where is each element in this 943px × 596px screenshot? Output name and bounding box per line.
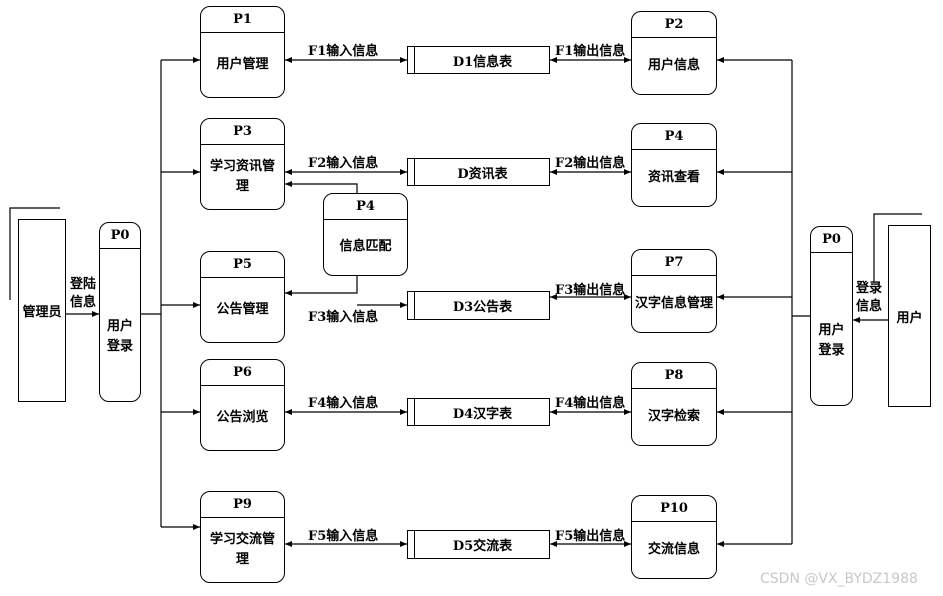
process-p1: P1 用户管理	[200, 6, 285, 98]
process-p10-id: P10	[632, 496, 716, 522]
entity-user: 用户	[888, 225, 931, 407]
flow-label-admin-login: 登陆 信息	[70, 277, 97, 310]
store-d1-bar	[414, 47, 415, 73]
process-p7-name: 公告浏览	[216, 409, 269, 425]
process-p2: P2 用户信息	[631, 11, 717, 95]
process-p5-name: 公告管理	[216, 301, 269, 317]
store-d5-name: D5交流表	[452, 539, 513, 554]
process-p9: P9 学习交流管理	[200, 491, 285, 583]
flow-label-f1-in: F1输入信息	[308, 44, 379, 59]
process-p7-id: P6	[201, 360, 284, 386]
process-p6-name: 汉字信息管理	[634, 295, 713, 311]
process-p4-match-name: 信息匹配	[339, 239, 392, 254]
process-p3: P3 学习资讯管理	[200, 118, 285, 210]
flow-label-f2-in: F2输入信息	[308, 156, 379, 171]
process-p0-right-id: P0	[811, 227, 852, 253]
flow-label-f5-out: F5输出信息	[555, 529, 626, 544]
process-p10: P10 交流信息	[631, 495, 717, 579]
flow-label-f3-out: F3输出信息	[555, 283, 626, 298]
store-d1-name: D1信息表	[452, 54, 513, 70]
store-d4: D4汉字表	[407, 398, 550, 426]
store-d3-name: D3公告表	[452, 300, 513, 315]
flow-label-user-login: 登录 信息	[856, 281, 883, 314]
process-p4-view-id: P4	[632, 124, 716, 150]
process-p3-name: 学习资讯管理	[209, 158, 275, 194]
flow-label-f1-out: F1输出信息	[555, 44, 626, 59]
process-p6: P7 汉字信息管理	[631, 249, 717, 333]
process-p0-right: P0 用户登录	[810, 226, 853, 406]
process-p1-id: P1	[201, 7, 284, 33]
process-p9-id: P9	[201, 492, 284, 518]
entity-admin-label: 管理员	[22, 305, 62, 320]
process-p8-name: 汉字检索	[647, 408, 700, 424]
process-p4-match: P4 信息匹配	[323, 193, 408, 276]
process-p3-id: P3	[201, 119, 284, 145]
flow-label-f4-out: F4输出信息	[555, 396, 626, 411]
store-d3-bar	[414, 292, 415, 319]
process-p5-id: P5	[201, 252, 284, 278]
store-d-news-name: D资讯表	[457, 166, 508, 182]
process-p9-name: 学习交流管理	[209, 531, 275, 567]
entity-admin: 管理员	[18, 219, 66, 402]
flow-label-f3-in: F3输入信息	[308, 310, 379, 325]
process-p5: P5 公告管理	[200, 251, 285, 343]
process-p4-view-name: 资讯查看	[647, 169, 700, 185]
process-p6-id: P7	[632, 250, 716, 276]
process-p0-right-name: 用户登录	[818, 323, 845, 358]
store-d3: D3公告表	[407, 291, 550, 320]
process-p2-name: 用户信息	[647, 57, 700, 73]
process-p0-left: P0 用户登录	[99, 222, 141, 402]
process-p10-name: 交流信息	[647, 541, 700, 557]
store-d4-bar	[414, 399, 415, 425]
store-d4-name: D4汉字表	[452, 406, 513, 422]
process-p0-left-id: P0	[100, 223, 140, 249]
entity-user-label: 用户	[896, 310, 923, 326]
flow-label-f2-out: F2输出信息	[555, 156, 626, 171]
flow-label-f4-in: F4输入信息	[308, 396, 379, 411]
process-p7: P6 公告浏览	[200, 359, 285, 451]
flow-label-f5-in: F5输入信息	[308, 529, 379, 544]
store-d-news-bar	[414, 159, 415, 185]
process-p0-left-name: 用户登录	[106, 319, 133, 354]
store-d-news: D资讯表	[407, 158, 550, 186]
process-p4-match-id: P4	[324, 194, 407, 220]
store-d1: D1信息表	[407, 46, 550, 74]
watermark: CSDN @VX_BYDZ1988	[760, 571, 918, 587]
process-p8: P8 汉字检索	[631, 362, 717, 446]
process-p4-view: P4 资讯查看	[631, 123, 717, 207]
process-p2-id: P2	[632, 12, 716, 38]
process-p8-id: P8	[632, 363, 716, 389]
store-d5: D5交流表	[407, 530, 550, 559]
process-p1-name: 用户管理	[216, 56, 269, 72]
store-d5-bar	[414, 531, 415, 558]
